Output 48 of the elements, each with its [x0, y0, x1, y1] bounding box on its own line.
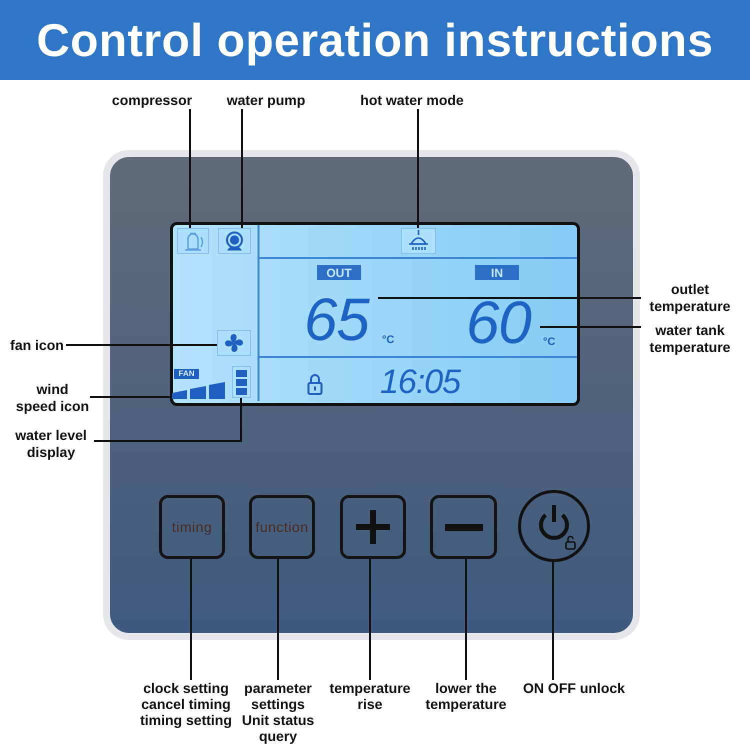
clock-reading: 16:05 — [380, 370, 460, 396]
callout-label: parameter settings Unit status query — [240, 680, 316, 744]
leader-line — [190, 559, 192, 680]
callout-label: water level display — [8, 427, 94, 461]
leader-line — [540, 326, 641, 328]
indicator-tag: FAN — [174, 369, 199, 379]
function-button: function — [249, 495, 315, 559]
unit-label: °C — [543, 337, 556, 348]
minus-button — [430, 495, 497, 559]
callout-label: compressor — [110, 91, 194, 109]
lcd-screen — [170, 222, 580, 406]
water-pump-icon — [218, 228, 251, 254]
water-level-icon — [232, 366, 251, 398]
callout-label: temperature rise — [326, 680, 414, 712]
leader-line — [277, 559, 279, 680]
fan-icon — [217, 330, 251, 356]
leader-line — [369, 559, 371, 680]
power-button — [518, 490, 590, 562]
timing-button: timing — [159, 495, 225, 559]
control-panel — [103, 150, 640, 640]
leader-line — [94, 398, 242, 442]
callout-label: wind speed icon — [15, 381, 90, 415]
plus-button — [340, 495, 406, 559]
callout-label: outlet temperature — [641, 281, 739, 315]
indicator-tag: IN — [475, 265, 519, 280]
callout-label: fan icon — [8, 336, 66, 354]
leader-line — [66, 344, 217, 346]
leader-line — [90, 396, 172, 398]
indicator-tag: OUT — [317, 265, 361, 280]
leader-line — [241, 109, 243, 228]
callout-label: water tank temperature — [641, 322, 739, 356]
leader-line — [417, 109, 419, 228]
callout-label: water pump — [224, 91, 308, 109]
temperature-reading: 65 — [304, 297, 378, 342]
title: Control operation instructions — [36, 17, 714, 63]
callout-label: clock setting cancel timing timing setting — [136, 680, 236, 728]
callout-label: lower the temperature — [421, 680, 511, 712]
leader-line — [378, 297, 641, 299]
callout-label: ON OFF unlock — [522, 680, 626, 696]
compressor-icon — [177, 228, 209, 254]
shower-icon — [401, 228, 436, 254]
unit-label: °C — [382, 335, 394, 346]
wind-speed-bars-icon — [172, 382, 225, 399]
temperature-reading: 60 — [466, 300, 540, 345]
leader-line — [465, 559, 467, 680]
callout-label: hot water mode — [357, 91, 467, 109]
leader-line — [189, 109, 191, 228]
leader-line — [552, 562, 554, 680]
